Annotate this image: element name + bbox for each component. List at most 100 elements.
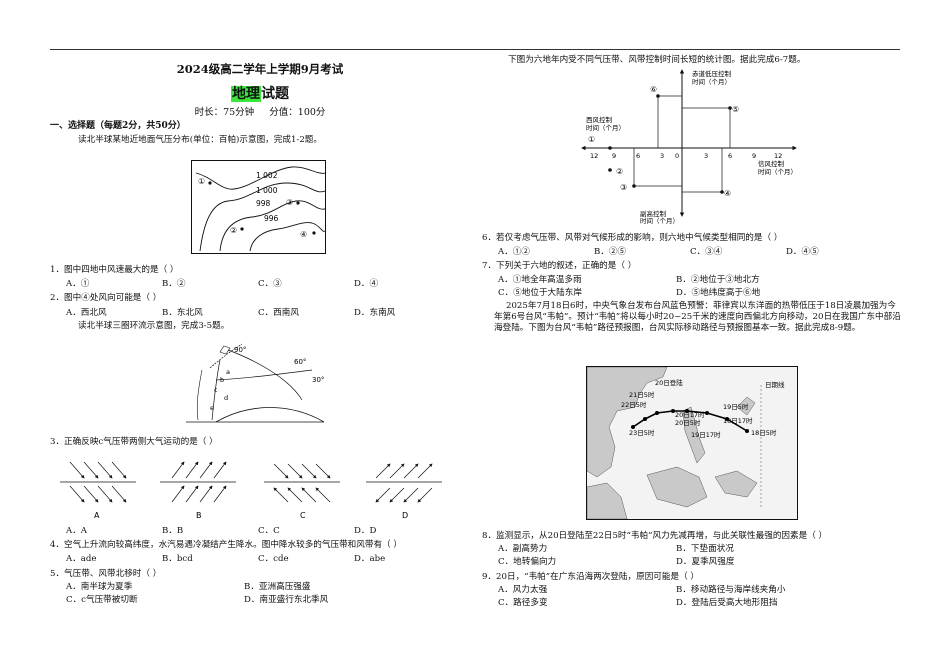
q3-diagram-a: A bbox=[60, 461, 136, 520]
q1-stem: 1．图中四地中风速最大的是（ ） bbox=[50, 265, 179, 275]
map-label-18-5: 18日5时 bbox=[751, 428, 777, 437]
label-d: d bbox=[224, 394, 228, 402]
isobar-label-1000: 1 000 bbox=[256, 186, 278, 195]
site-4-label: ④ bbox=[724, 189, 731, 198]
tick-origin: 0 bbox=[675, 152, 679, 160]
q7-options-row2: C．⑤地位于大陆东岸 D．⑤地纬度高于⑥地 bbox=[498, 288, 902, 299]
q7-option-b: B．②地位于③地北方 bbox=[676, 274, 760, 285]
axis-bottom-label-1: 副高控制 bbox=[640, 209, 667, 218]
q1-option-b: B．② bbox=[162, 279, 186, 290]
map-label-22-5: 22日5时 bbox=[621, 400, 647, 409]
axis-top-label-1: 赤道低压控制 bbox=[692, 69, 732, 78]
q7-options-row1: A．①地全年高温多雨 B．②地位于③地北方 bbox=[498, 275, 902, 286]
map-label-19-5: 19日5时 bbox=[723, 402, 749, 411]
exam-meta: 时长：75分钟 分值：100分 bbox=[50, 107, 470, 119]
q5-option-a: A．南半球为夏季 bbox=[66, 581, 133, 592]
label-e: e bbox=[210, 404, 214, 412]
subject-rest: 试题 bbox=[261, 85, 289, 102]
tick-left-12: 12 bbox=[590, 152, 598, 160]
point-4-label: ④ bbox=[300, 230, 307, 239]
left-column: 2024级高二学年上学期9月考试 地理试题 时长：75分钟 分值：100分 一、… bbox=[50, 56, 470, 148]
q3-options: A．A B．B C．C D．D bbox=[66, 526, 470, 537]
q3-label-c: C bbox=[300, 511, 306, 520]
q3-option-a: A．A bbox=[66, 526, 88, 536]
q4-option-a: A．ade bbox=[66, 554, 97, 565]
axis-right-label-1: 信风控制 bbox=[758, 159, 785, 168]
axis-top-label-2: 时间（个月） bbox=[692, 77, 731, 86]
q5-option-b: B．亚洲高压强盛 bbox=[244, 581, 311, 592]
q9-stem: 9．20日，“韦帕”在广东沿海两次登陆，原因可能是（ ） bbox=[482, 571, 699, 582]
axis-right-label-2: 时间（个月） bbox=[758, 167, 797, 176]
q1-option-c: C．③ bbox=[258, 279, 282, 290]
label-c: c bbox=[214, 386, 218, 394]
q2-option-a: A．西北风 bbox=[66, 307, 107, 318]
q5-option-d: D．南亚盛行东北季风 bbox=[244, 594, 329, 605]
q6-stem: 6．若仅考虑气压带、风带对气候形成的影响，则六地中气候类型相同的是（ ） bbox=[482, 233, 783, 243]
q4-option-b: B．bcd bbox=[162, 554, 193, 565]
q3-stem: 3．正确反映c气压带两侧大气运动的是（ ） bbox=[50, 437, 218, 447]
axis-bottom-label-2: 时间（个月） bbox=[640, 216, 679, 224]
lat-90-label: 90° bbox=[234, 346, 246, 354]
q5-stem: 5．气压带、风带北移时（ ） bbox=[50, 568, 162, 579]
point-1-label: ① bbox=[198, 177, 205, 186]
q8-options-row1: A．副高势力 B．下垫面状况 bbox=[498, 544, 902, 555]
q3-diagram-c: C bbox=[264, 463, 340, 520]
axis-left-label-2: 时间（个月） bbox=[586, 123, 625, 132]
lat-30-label: 30° bbox=[312, 376, 324, 384]
tick-right-3: 3 bbox=[704, 152, 708, 160]
q5-options-row2: C．c气压带被切断 D．南亚盛行东北季风 bbox=[66, 595, 470, 606]
intro-6-7: 下图为六地年内受不同气压带、风带控制时间长短的统计图。据此完成6-7题。 bbox=[508, 55, 806, 65]
isobar-label-1002: 1 002 bbox=[256, 171, 278, 180]
typhoon-map: 日期线 20日登陆 21日5时 22日5时 20日5时 19日5时 19日17时… bbox=[586, 366, 798, 520]
label-a: a bbox=[226, 368, 230, 376]
isobar-svg: 1 002 1 000 998 996 ① ② ③ ④ bbox=[195, 166, 326, 252]
q4-option-c: C．cde bbox=[258, 554, 289, 565]
q7-stem: 7．下列关于六地的叙述，正确的是（ ） bbox=[482, 261, 637, 272]
q3-label-a: A bbox=[94, 511, 100, 520]
questions-8-9: 8．监测显示，从20日登陆至22日5时“韦帕”风力先减再增，与此关联性最强的因素… bbox=[482, 528, 902, 609]
q8-option-d: D．夏季风强度 bbox=[676, 557, 735, 568]
site-6-label: ⑥ bbox=[650, 85, 657, 94]
q4-stem: 4．空气上升流向较高纬度，水汽易遇冷凝结产生降水。图中降水较多的气压带和风带有（… bbox=[50, 540, 402, 551]
site-1-label: ① bbox=[588, 135, 595, 144]
q7-option-c: C．⑤地位于大陆东岸 bbox=[498, 287, 582, 298]
q3-diagram-b: B bbox=[160, 461, 236, 520]
q9-option-b: B．移动路径与海岸线夹角小 bbox=[676, 584, 786, 595]
q2-option-b: B．东北风 bbox=[162, 307, 203, 318]
tick-left-6: 6 bbox=[636, 152, 640, 160]
isobar-label-996: 996 bbox=[264, 214, 279, 223]
q2-stem: 2．图中④处风向可能是（ ） bbox=[50, 293, 162, 304]
map-label-landfall: 20日登陆 bbox=[655, 378, 683, 387]
subject-title: 地理试题 bbox=[50, 85, 470, 103]
q6-option-a: A．①② bbox=[498, 247, 530, 258]
tick-right-9: 9 bbox=[752, 152, 756, 160]
q9-options-row1: A．风力太强 B．移动路径与海岸线夹角小 bbox=[498, 585, 902, 596]
tick-left-3: 3 bbox=[660, 152, 664, 160]
q1-options: A．① B．② C．③ D．④ bbox=[66, 279, 470, 290]
q8-option-c: C．地转偏向力 bbox=[498, 557, 557, 568]
isobar-label-998: 998 bbox=[256, 199, 271, 208]
map-dateline-label: 日期线 bbox=[765, 380, 785, 389]
circulation-figure: 90° 60° 30° a b c d e bbox=[186, 343, 324, 423]
lat-60-label: 60° bbox=[294, 358, 306, 366]
q4-options: A．ade B．bcd C．cde D．abe bbox=[66, 554, 470, 565]
exam-time: 时长：75分钟 bbox=[194, 107, 255, 119]
q3-diagrams: A B C D bbox=[60, 461, 442, 520]
questions-6-9: 6．若仅考虑气压带、风带对气候形成的影响，则六地中气候类型相同的是（ ） A．①… bbox=[482, 230, 902, 336]
q8-option-b: B．下垫面状况 bbox=[676, 544, 734, 555]
q2-option-d: D．东南风 bbox=[354, 307, 396, 318]
header-rule bbox=[50, 49, 900, 50]
q3-diagram-d: D bbox=[366, 463, 442, 520]
map-label-23-5: 23日5时 bbox=[629, 428, 655, 437]
point-3-label: ③ bbox=[286, 198, 293, 207]
site-2-label: ② bbox=[616, 167, 623, 176]
q6-options: A．①② B．②⑤ C．③④ D．④⑤ bbox=[498, 247, 902, 258]
point-2-label: ② bbox=[230, 226, 237, 235]
q3-label-d: D bbox=[402, 511, 408, 520]
site-5-label: ⑤ bbox=[732, 105, 739, 114]
questions-1-2: 1．图中四地中风速最大的是（ ） A．① B．② C．③ D．④ 2．图中④处风… bbox=[50, 262, 470, 334]
q2-option-c: C．西南风 bbox=[258, 307, 299, 318]
q3-option-b: B．B bbox=[162, 526, 184, 536]
q5-option-c: C．c气压带被切断 bbox=[66, 594, 138, 605]
intro-3-5: 读北半球三圈环流示意图，完成3-5题。 bbox=[78, 320, 230, 331]
